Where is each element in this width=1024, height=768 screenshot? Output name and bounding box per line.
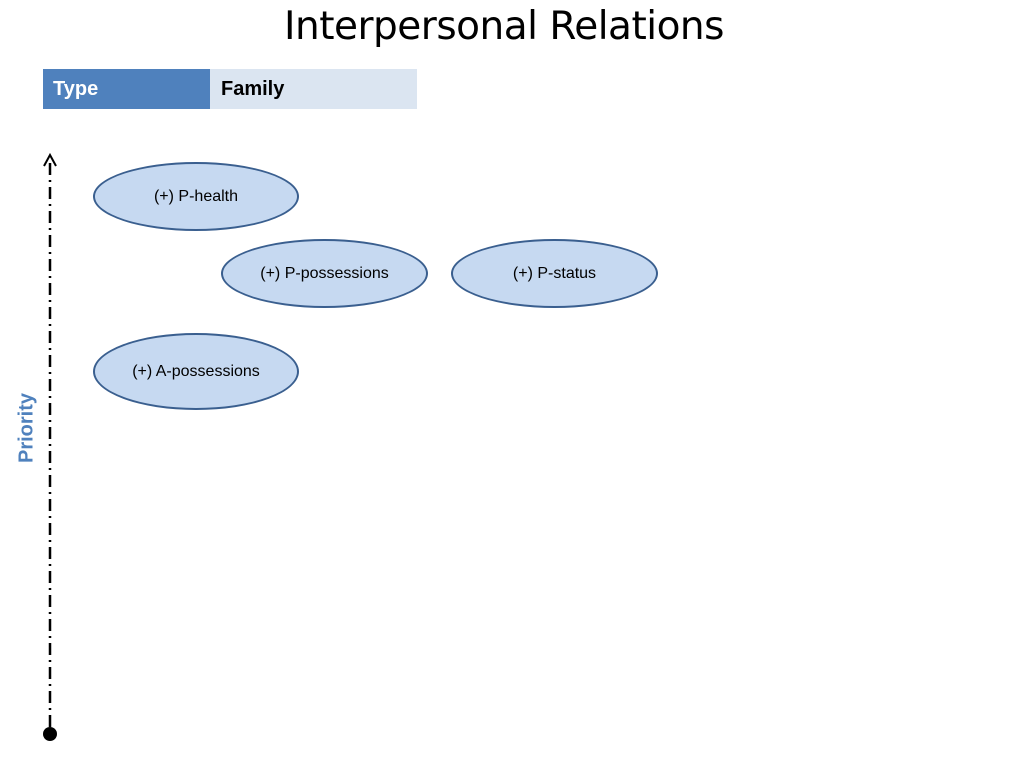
page-title: Interpersonal Relations: [284, 4, 724, 49]
node-p-health: (+) P-health: [93, 162, 299, 231]
priority-axis-arrowhead: [43, 152, 57, 167]
node-a-possessions: (+) A-possessions: [93, 333, 299, 410]
type-header: Type Family: [43, 69, 417, 109]
type-value: Family: [210, 69, 417, 109]
type-label: Type: [43, 69, 210, 109]
node-p-status: (+) P-status: [451, 239, 658, 308]
priority-axis-label: Priority: [15, 392, 38, 464]
node-p-possessions: (+) P-possessions: [221, 239, 428, 308]
priority-axis-origin-dot: [43, 727, 57, 741]
